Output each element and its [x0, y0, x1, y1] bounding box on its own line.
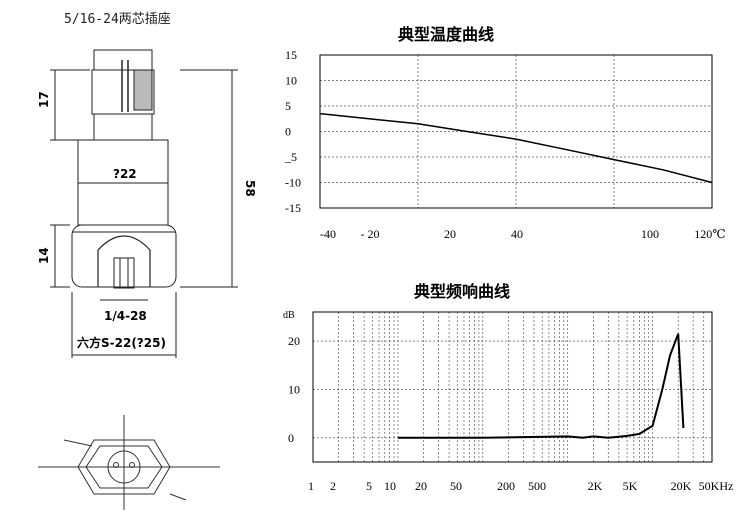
dim-label-22: ?22	[113, 167, 137, 181]
temp-series-line	[319, 112, 713, 184]
connector-knurl	[133, 69, 153, 111]
connector-neck	[93, 113, 153, 141]
connector-bottom-view	[38, 415, 220, 510]
freq-x-tick-label: 1	[308, 479, 314, 493]
freq-chart: 20 10 0 1 2 5 10 20 50 200 500 2K 5K 20K 50KHz	[288, 311, 734, 493]
threaded-port	[113, 257, 135, 289]
freq-x-tick-label: 50KHz	[699, 479, 734, 493]
temp-y-tick-label: -10	[285, 176, 301, 190]
freq-y-tick-label: 0	[288, 431, 294, 445]
freq-x-tick-label: 500	[528, 479, 546, 493]
temp-x-tick-label: - 20	[361, 227, 380, 241]
connector-drawing	[50, 49, 238, 358]
temp-plot-frame	[319, 54, 713, 209]
freq-plot-frame	[312, 311, 713, 463]
thread-label: 1/4-28	[104, 309, 147, 323]
temp-y-tick-label: 0	[285, 125, 291, 139]
temp-x-tick-label: -40	[320, 227, 336, 241]
freq-chart-title: 典型频响曲线	[414, 282, 510, 301]
freq-y-tick-label: 20	[288, 334, 300, 348]
temp-x-tick-label: 120℃	[694, 227, 725, 241]
temp-x-tick-label: 20	[444, 227, 456, 241]
hex-nut	[71, 224, 177, 288]
dim-label-17: 17	[37, 91, 51, 108]
dim-label-14: 14	[37, 247, 51, 264]
freq-x-tick-label: 5K	[623, 479, 638, 493]
freq-x-tick-label: 2K	[588, 479, 603, 493]
temp-x-tick-label: 100	[641, 227, 659, 241]
temp-x-tick-label: 40	[511, 227, 523, 241]
freq-x-tick-label: 20K	[671, 479, 692, 493]
connector-cap	[93, 49, 153, 71]
temp-y-tick-label: -15	[285, 201, 301, 215]
temp-y-tick-label: 10	[285, 74, 297, 88]
freq-x-tick-label: 200	[497, 479, 515, 493]
freq-x-tick-label: 50	[450, 479, 462, 493]
temp-chart-title: 典型温度曲线	[398, 25, 494, 44]
freq-x-tick-label: 10	[384, 479, 396, 493]
temp-chart: 15 10 5 0 _5 -10 -15 -40 - 20 20 40 100 120℃	[284, 48, 726, 241]
freq-series-line	[397, 333, 685, 439]
freq-ylabel: dB	[283, 310, 295, 321]
hex-label: 六方S-22(?25)	[77, 335, 166, 350]
temp-y-tick-label: 5	[285, 99, 291, 113]
connector-title: 5/16-24两芯插座	[64, 12, 171, 27]
freq-x-tick-label: 20	[415, 479, 427, 493]
freq-x-tick-label: 2	[330, 479, 336, 493]
freq-y-tick-label: 10	[288, 382, 300, 396]
freq-x-tick-label: 5	[366, 479, 372, 493]
temp-y-tick-label: _5	[284, 150, 297, 164]
dim-label-58: 58	[243, 180, 257, 197]
temp-y-tick-label: 15	[285, 48, 297, 62]
